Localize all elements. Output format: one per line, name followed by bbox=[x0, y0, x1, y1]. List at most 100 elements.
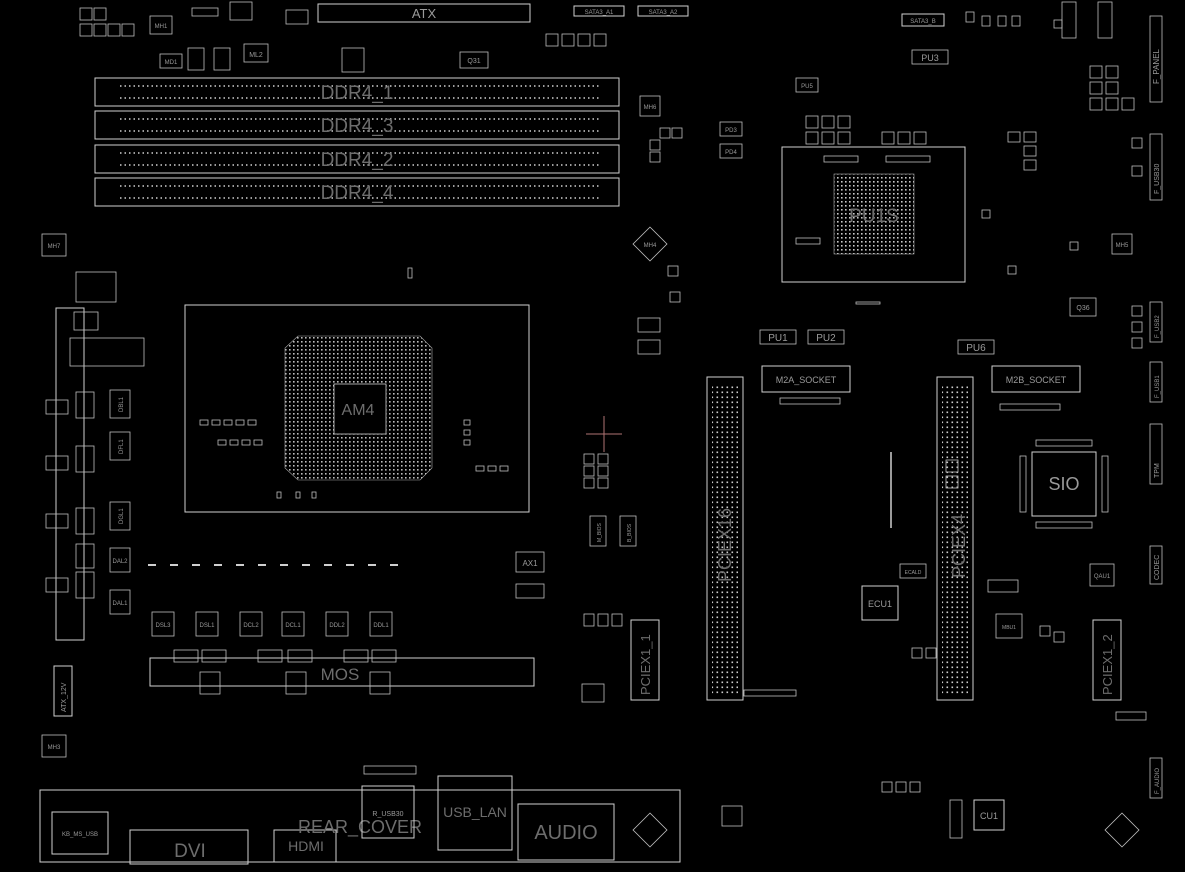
pu6-chip: PU6 bbox=[957, 339, 995, 355]
svg-text:DCL2: DCL2 bbox=[243, 623, 259, 629]
svg-text:F_USB2: F_USB2 bbox=[1155, 315, 1161, 338]
pu2-chip: PU2 bbox=[807, 329, 845, 345]
sio-label: SIO bbox=[1048, 474, 1079, 494]
svg-text:F_PANEL: F_PANEL bbox=[1152, 48, 1161, 84]
svg-text:PU3: PU3 bbox=[921, 53, 939, 63]
ddr4-slot-2[interactable]: DDR4_2 bbox=[94, 144, 620, 174]
cpu-surround-parts bbox=[199, 267, 509, 499]
svg-text:DAL1: DAL1 bbox=[112, 601, 128, 607]
svg-text:DBL1: DBL1 bbox=[119, 396, 125, 412]
top-left-parts: MH1 MD1 ML2 Q31 bbox=[79, 1, 607, 73]
sata-a1-label: SATA3_A1 bbox=[585, 10, 614, 16]
ddr4-4-label: DDR4_4 bbox=[321, 183, 394, 204]
sata-a2-label: SATA3_A2 bbox=[649, 10, 678, 16]
sata-a1-connector[interactable]: SATA3_A1 bbox=[573, 5, 625, 17]
svg-text:MH3: MH3 bbox=[48, 745, 61, 751]
md1-label: MD1 bbox=[165, 60, 178, 66]
svg-text:ECALD: ECALD bbox=[905, 570, 922, 576]
ddr4-3-label: DDR4_3 bbox=[321, 116, 394, 137]
svg-text:MH4: MH4 bbox=[644, 243, 657, 249]
m2a-label: M2A_SOCKET bbox=[776, 375, 837, 385]
svg-text:F_USB1: F_USB1 bbox=[1155, 375, 1161, 398]
kb-ms-usb-port[interactable]: KB_MS_USB bbox=[51, 811, 109, 855]
rear-cover-label: REAR_COVER bbox=[298, 817, 422, 838]
svg-text:DGL1: DGL1 bbox=[119, 508, 125, 524]
svg-text:DAL2: DAL2 bbox=[112, 559, 128, 565]
chipset-parts bbox=[795, 115, 931, 305]
pd4-chip: PD4 bbox=[719, 143, 743, 159]
pu1-chip: PU1 bbox=[759, 329, 797, 345]
ddr4-slot-3[interactable]: DDR4_3 bbox=[94, 110, 620, 140]
left-io-area bbox=[45, 271, 145, 641]
svg-text:Q36: Q36 bbox=[1076, 305, 1089, 312]
m2b-label: M2B_SOCKET bbox=[1006, 375, 1067, 385]
svg-text:DFL1: DFL1 bbox=[119, 439, 125, 454]
sata-b-connector[interactable]: SATA3_B bbox=[901, 13, 945, 27]
atx-12v-label: ATX_12V bbox=[61, 682, 68, 712]
svg-text:ECU1: ECU1 bbox=[868, 599, 892, 609]
m2a-socket[interactable]: M2A_SOCKET bbox=[761, 365, 851, 393]
ax1-chip: AX1 bbox=[515, 551, 545, 573]
mh6-hole: MH6 bbox=[639, 95, 661, 117]
r-usb30-port[interactable]: R_USB30 bbox=[361, 785, 415, 839]
pu3-chip: PU3 bbox=[911, 49, 949, 65]
inductors: DBL1 DFL1 DGL1 DAL2 DAL1 DSL3 DSL1 DCL2 … bbox=[109, 389, 393, 637]
chipset[interactable]: PU1S bbox=[781, 146, 966, 283]
atx-connector[interactable]: ATX bbox=[317, 3, 531, 23]
mh7-hole: MH7 bbox=[41, 233, 67, 257]
svg-text:CU1: CU1 bbox=[980, 811, 998, 821]
ddr4-slot-1[interactable]: DDR4_1 bbox=[94, 77, 620, 107]
pciex1-2-slot[interactable]: PCIEX1_2 bbox=[1092, 619, 1122, 701]
mos-area: MOS bbox=[148, 564, 535, 695]
rear-io-area bbox=[39, 789, 681, 863]
hdmi-port[interactable]: HDMI bbox=[273, 829, 337, 863]
pciex1-1-slot[interactable]: PCIEX1_1 bbox=[630, 619, 660, 701]
atx-label: ATX bbox=[412, 6, 437, 21]
right-headers: F_PANEL F_USB30 F_USB2 F_USB1 TPM CODEC … bbox=[1007, 1, 1163, 799]
svg-text:PU5: PU5 bbox=[801, 84, 813, 90]
pciex1-2-label: PCIEX1_2 bbox=[1100, 634, 1115, 695]
misc-components bbox=[363, 11, 1147, 775]
mos-label: MOS bbox=[321, 665, 360, 684]
svg-text:B_BIOS: B_BIOS bbox=[627, 523, 633, 542]
ml2-label: ML2 bbox=[249, 52, 263, 59]
ddr4-1-label: DDR4_1 bbox=[321, 83, 394, 104]
mh-bottom-left bbox=[632, 812, 668, 848]
pu5-chip: PU5 bbox=[795, 77, 819, 93]
svg-text:CODEC: CODEC bbox=[1154, 555, 1161, 580]
sata-a2-connector[interactable]: SATA3_A2 bbox=[637, 5, 689, 17]
pciex4-slot[interactable]: PCIEX4 bbox=[936, 376, 974, 701]
q31-label: Q31 bbox=[467, 58, 480, 65]
audio-port[interactable]: AUDIO bbox=[517, 803, 615, 861]
mh1-label: MH1 bbox=[155, 24, 168, 30]
cu1-chip: CU1 bbox=[721, 781, 1140, 848]
svg-text:PD4: PD4 bbox=[725, 150, 737, 156]
atx-12v-connector[interactable]: ATX_12V bbox=[53, 665, 73, 717]
pciex16-label: PCIEX16 bbox=[715, 508, 735, 582]
svg-text:DSL3: DSL3 bbox=[155, 623, 171, 629]
dvi-label: DVI bbox=[174, 841, 206, 862]
pciex16-slot[interactable]: PCIEX16 bbox=[706, 376, 744, 701]
svg-text:PU2: PU2 bbox=[816, 333, 836, 344]
pd3-chip: PD3 bbox=[719, 121, 743, 137]
r-usb30-label: R_USB30 bbox=[372, 811, 403, 818]
svg-text:PU1: PU1 bbox=[768, 333, 788, 344]
svg-text:PU6: PU6 bbox=[966, 343, 986, 354]
mh3-hole: MH3 bbox=[41, 734, 67, 758]
sio-chip[interactable]: SIO bbox=[1019, 439, 1109, 529]
ddr4-slot-4[interactable]: DDR4_4 bbox=[94, 177, 620, 207]
mbu1-chip: MBU1 bbox=[995, 613, 1023, 639]
usb-lan-port[interactable]: USB_LAN bbox=[437, 775, 513, 851]
ddr4-2-label: DDR4_2 bbox=[321, 150, 394, 171]
dvi-port[interactable]: DVI bbox=[129, 829, 249, 865]
svg-text:DDL2: DDL2 bbox=[329, 623, 345, 629]
pciex1-1-label: PCIEX1_1 bbox=[638, 634, 653, 695]
svg-text:F_USB30: F_USB30 bbox=[1154, 164, 1161, 194]
svg-text:M_BIOS: M_BIOS bbox=[597, 522, 603, 542]
usb-lan-label: USB_LAN bbox=[443, 804, 507, 820]
m2b-socket[interactable]: M2B_SOCKET bbox=[991, 365, 1081, 393]
hdmi-label: HDMI bbox=[288, 838, 324, 854]
sata-b-label: SATA3_B bbox=[910, 19, 935, 25]
cpu-socket[interactable]: AM4 bbox=[184, 304, 530, 513]
